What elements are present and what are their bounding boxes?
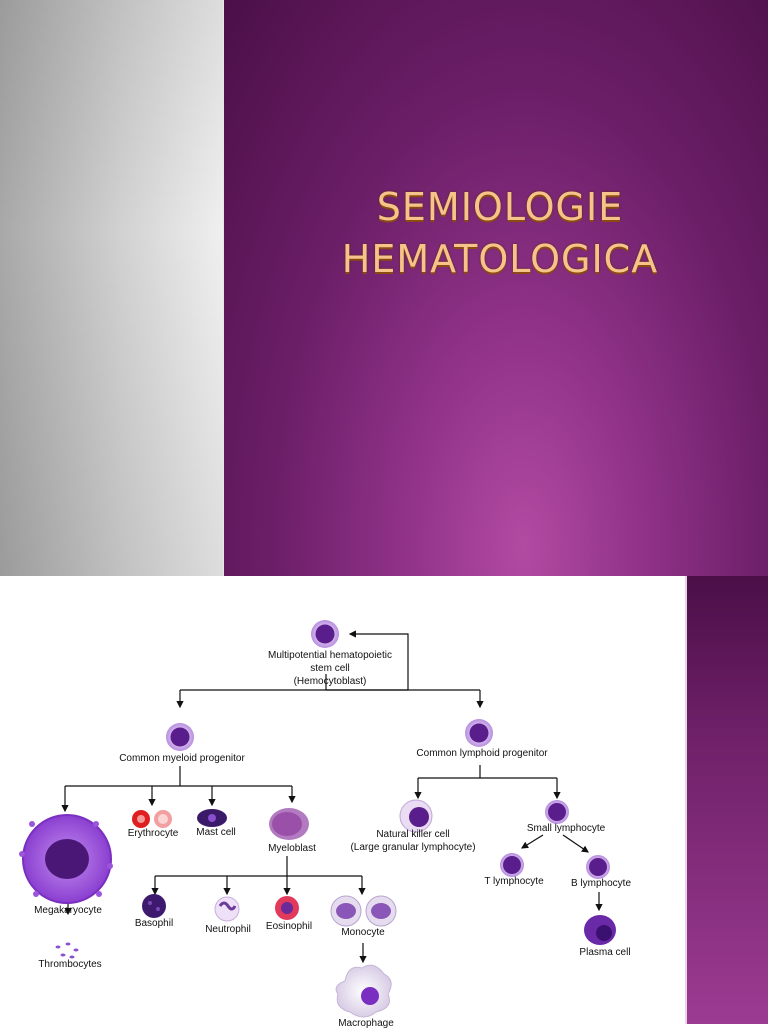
diagram-slide: Multipotential hematopoietic stem cell (…	[0, 576, 768, 1029]
megakaryocyte-label: Megakaryocyte	[34, 905, 102, 916]
diagram-panel	[0, 576, 685, 1024]
t-lymphocyte-icon	[500, 853, 524, 877]
common-lymphoid-label: Common lymphoid progenitor	[416, 748, 548, 759]
eosinophil-label: Eosinophil	[265, 921, 313, 932]
mast-cell-icon	[197, 809, 227, 827]
b-lymphocyte-icon	[586, 855, 610, 879]
myeloid-progenitor-icon	[166, 723, 194, 751]
basophil-icon	[142, 894, 166, 918]
plasma-cell-label: Plasma cell	[579, 947, 631, 958]
monocyte-icon	[330, 895, 397, 927]
stem-cell-icon	[311, 620, 339, 648]
title-slide: SEMIOLOGIE HEMATOLOGICA	[0, 0, 768, 576]
macrophage-icon	[335, 964, 392, 1018]
thrombocytes-icon	[55, 942, 79, 959]
eosinophil-icon	[275, 896, 299, 920]
lymphoid-progenitor-icon	[465, 719, 493, 747]
neutrophil-label: Neutrophil	[205, 924, 251, 935]
small-lymphocyte-label: Small lymphocyte	[526, 823, 606, 834]
title-slide-right-panel	[224, 0, 768, 576]
b-lymphocyte-label: B lymphocyte	[570, 878, 632, 889]
monocyte-label: Monocyte	[341, 927, 385, 938]
diagram-slide-side-strip	[685, 576, 768, 1024]
stem-cell-label-line-1: Multipotential hematopoietic	[268, 650, 392, 661]
erythrocyte-label: Erythrocyte	[127, 828, 179, 839]
natural-killer-cell-label-line-1: Natural killer cell	[376, 829, 450, 840]
diagram-connectors	[61, 630, 603, 964]
slide-title-line-1: SEMIOLOGIE	[376, 185, 624, 229]
thrombocytes-label: Thrombocytes	[38, 959, 102, 970]
macrophage-label: Macrophage	[338, 1018, 394, 1029]
neutrophil-icon	[214, 896, 240, 922]
megakaryocyte-icon	[19, 814, 113, 904]
plasma-cell-icon	[584, 915, 616, 945]
erythrocyte-icon	[132, 810, 172, 828]
t-lymphocyte-label: T lymphocyte	[484, 876, 544, 887]
small-lymphocyte-icon	[545, 800, 569, 824]
slide-title-line-2: HEMATOLOGICA	[341, 237, 659, 281]
common-myeloid-label: Common myeloid progenitor	[119, 753, 245, 764]
basophil-label: Basophil	[134, 918, 174, 929]
hematopoiesis-diagram	[19, 620, 616, 1018]
natural-killer-cell-label-line-2: (Large granular lymphocyte)	[350, 842, 476, 853]
stem-cell-label-line-2: stem cell	[310, 663, 350, 674]
myeloblast-icon	[269, 808, 309, 840]
title-slide-left-panel	[0, 0, 224, 576]
stem-cell-label-line-3: (Hemocytoblast)	[293, 676, 367, 687]
natural-killer-cell-icon	[399, 799, 433, 833]
myeloblast-label: Myeloblast	[268, 843, 316, 854]
mast-cell-label: Mast cell	[196, 827, 236, 838]
